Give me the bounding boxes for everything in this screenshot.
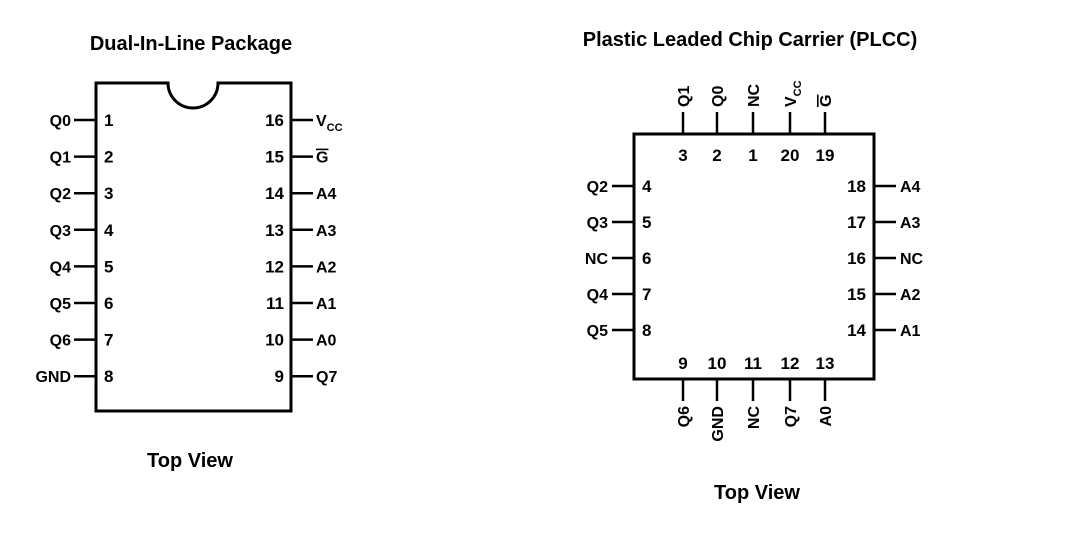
dip-pin-label-4: Q3 xyxy=(50,223,71,240)
plcc-pin-label-17: A3 xyxy=(900,215,921,232)
dip-pin-label-8: GND xyxy=(35,369,71,386)
plcc-pin-number-12: 12 xyxy=(781,354,800,373)
plcc-pin-label-20: VCC xyxy=(783,80,804,107)
plcc-pin-number-20: 20 xyxy=(781,146,800,165)
dip-pin-number-10: 10 xyxy=(265,331,284,350)
plcc-pin-number-15: 15 xyxy=(847,285,866,304)
dip-pin-label-5: Q4 xyxy=(50,259,71,276)
plcc-title: Plastic Leaded Chip Carrier (PLCC) xyxy=(583,29,918,51)
dip-package: Dual-In-Line Package 1 Q0 2 Q1 3 Q2 4 Q3 5 Q4 6 Q5 7… xyxy=(35,33,342,472)
dip-pin-label-3: Q2 xyxy=(50,186,71,203)
plcc-pin-label-19: G xyxy=(818,95,835,107)
dip-pin-label-16: VCC xyxy=(316,113,343,134)
dip-pin-label-16-main: V xyxy=(316,113,327,130)
plcc-pin-number-2: 2 xyxy=(712,146,721,165)
plcc-pin-label-2: Q0 xyxy=(710,86,727,107)
dip-pin-number-8: 8 xyxy=(104,367,113,386)
dip-pin-number-6: 6 xyxy=(104,294,113,313)
dip-pin-number-15: 15 xyxy=(265,148,284,167)
plcc-pin-label-20-main: V xyxy=(783,96,800,107)
dip-pin-label-13: A3 xyxy=(316,223,337,240)
plcc-pin-number-18: 18 xyxy=(847,177,866,196)
dip-pin-label-16-subscript: CC xyxy=(327,122,343,134)
dip-pin-label-11: A1 xyxy=(316,296,337,313)
dip-pin-number-4: 4 xyxy=(104,221,114,240)
dip-pin-label-15: G xyxy=(316,150,328,167)
plcc-pin-label-16: NC xyxy=(900,251,924,268)
plcc-pin-number-11: 11 xyxy=(744,354,762,373)
plcc-pin-number-19: 19 xyxy=(816,146,835,165)
plcc-pin-label-4: Q2 xyxy=(587,179,608,196)
plcc-pin-label-13: A0 xyxy=(818,406,835,427)
plcc-pin-number-3: 3 xyxy=(678,146,687,165)
plcc-pin-label-11: NC xyxy=(746,406,763,430)
plcc-package: Plastic Leaded Chip Carrier (PLCC) 3Q12Q… xyxy=(583,29,924,504)
plcc-pin-label-1: NC xyxy=(746,83,763,107)
dip-pin-label-12: A2 xyxy=(316,259,337,276)
plcc-pin-number-7: 7 xyxy=(642,285,651,304)
dip-body xyxy=(94,81,293,413)
plcc-pins: 3Q12Q01NC20VCC19G9Q610GND11NC12Q713A04Q2… xyxy=(585,80,924,441)
dip-caption: Top View xyxy=(147,450,233,472)
dip-title: Dual-In-Line Package xyxy=(90,33,292,55)
plcc-pin-number-17: 17 xyxy=(847,213,866,232)
plcc-pin-label-10: GND xyxy=(710,406,727,442)
dip-pin-number-12: 12 xyxy=(265,257,284,276)
plcc-pin-label-14: A1 xyxy=(900,323,921,340)
dip-pin-label-9: Q7 xyxy=(316,369,337,386)
dip-pin-label-14: A4 xyxy=(316,186,337,203)
plcc-caption: Top View xyxy=(714,482,800,504)
plcc-pin-label-3: Q1 xyxy=(676,86,693,107)
plcc-pin-number-16: 16 xyxy=(847,249,866,268)
dip-pin-number-16: 16 xyxy=(265,111,284,130)
plcc-pin-number-5: 5 xyxy=(642,213,651,232)
plcc-pin-number-9: 9 xyxy=(678,354,687,373)
plcc-pin-label-7: Q4 xyxy=(587,287,608,304)
plcc-pin-label-20-subscript: CC xyxy=(792,80,804,96)
dip-pin-label-7: Q6 xyxy=(50,333,71,350)
dip-pin-number-9: 9 xyxy=(275,367,284,386)
plcc-pin-number-14: 14 xyxy=(847,321,866,340)
plcc-pin-number-13: 13 xyxy=(816,354,835,373)
dip-pin-number-2: 2 xyxy=(104,148,113,167)
dip-pin-number-14: 14 xyxy=(265,184,284,203)
plcc-pin-label-9: Q6 xyxy=(676,406,693,427)
dip-pin-number-5: 5 xyxy=(104,257,113,276)
dip-pin-label-6: Q5 xyxy=(50,296,71,313)
plcc-pin-label-18: A4 xyxy=(900,179,921,196)
plcc-pin-number-6: 6 xyxy=(642,249,651,268)
dip-pin-number-13: 13 xyxy=(265,221,284,240)
dip-pin-number-11: 11 xyxy=(266,294,284,313)
plcc-pin-label-6: NC xyxy=(585,251,609,268)
plcc-pin-label-8: Q5 xyxy=(587,323,608,340)
plcc-pin-label-15: A2 xyxy=(900,287,921,304)
dip-pin-number-3: 3 xyxy=(104,184,113,203)
dip-pin-label-1: Q0 xyxy=(50,113,71,130)
plcc-pin-label-5: Q3 xyxy=(587,215,608,232)
plcc-body xyxy=(632,132,876,381)
plcc-pin-number-4: 4 xyxy=(642,177,652,196)
plcc-pin-label-12: Q7 xyxy=(783,406,800,427)
dip-pin-number-1: 1 xyxy=(104,111,113,130)
plcc-pin-number-10: 10 xyxy=(708,354,727,373)
dip-pin-label-10: A0 xyxy=(316,333,337,350)
dip-pin-number-7: 7 xyxy=(104,331,113,350)
dip-pin-label-2: Q1 xyxy=(50,150,71,167)
plcc-pin-number-1: 1 xyxy=(748,146,757,165)
plcc-pin-number-8: 8 xyxy=(642,321,651,340)
